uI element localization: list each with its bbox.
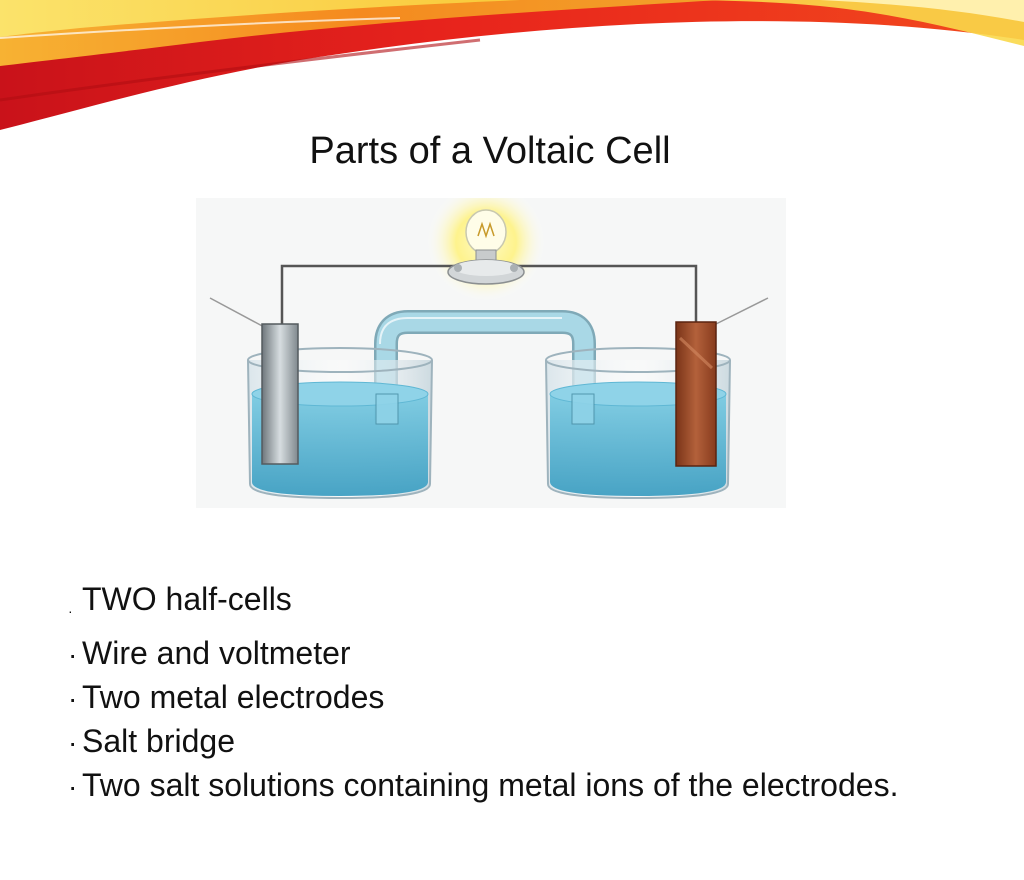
bullet-text: Wire and voltmeter: [82, 635, 351, 671]
right-beaker: [545, 321, 731, 500]
bullet-marker: ·: [68, 771, 78, 802]
zinc-electrode: [261, 323, 299, 465]
bullet-marker: ·: [68, 603, 73, 619]
bullet-item: ·Two salt solutions containing metal ion…: [68, 764, 1008, 808]
bullet-text: TWO half-cells: [82, 581, 292, 617]
bullet-text: Two salt solutions containing metal ions…: [82, 767, 899, 803]
bullet-text: Two metal electrodes: [82, 679, 385, 715]
decorative-swoosh: [0, 0, 1024, 130]
bullet-text: Salt bridge: [82, 723, 235, 759]
bullet-item: ·Two metal electrodes: [68, 676, 1008, 720]
bullet-marker: ·: [68, 639, 78, 670]
salt-bridge: [374, 310, 596, 420]
bullet-item: ·Wire and voltmeter: [68, 632, 1008, 676]
wire: [209, 264, 769, 329]
copper-electrode: [675, 321, 717, 467]
voltaic-cell-diagram: [196, 198, 786, 508]
light-bulb: [447, 209, 525, 285]
slide-title: Parts of a Voltaic Cell: [309, 130, 671, 172]
bullet-item: · TWO half-cells: [68, 578, 1008, 632]
bullet-list: ·TWO half-cells ·Wire and voltmeter ·Two…: [68, 578, 1008, 808]
bullet-marker: ·: [68, 683, 78, 714]
bullet-marker: ·: [68, 727, 78, 758]
bullet-item: ·Salt bridge: [68, 720, 1008, 764]
left-beaker: [247, 323, 433, 500]
